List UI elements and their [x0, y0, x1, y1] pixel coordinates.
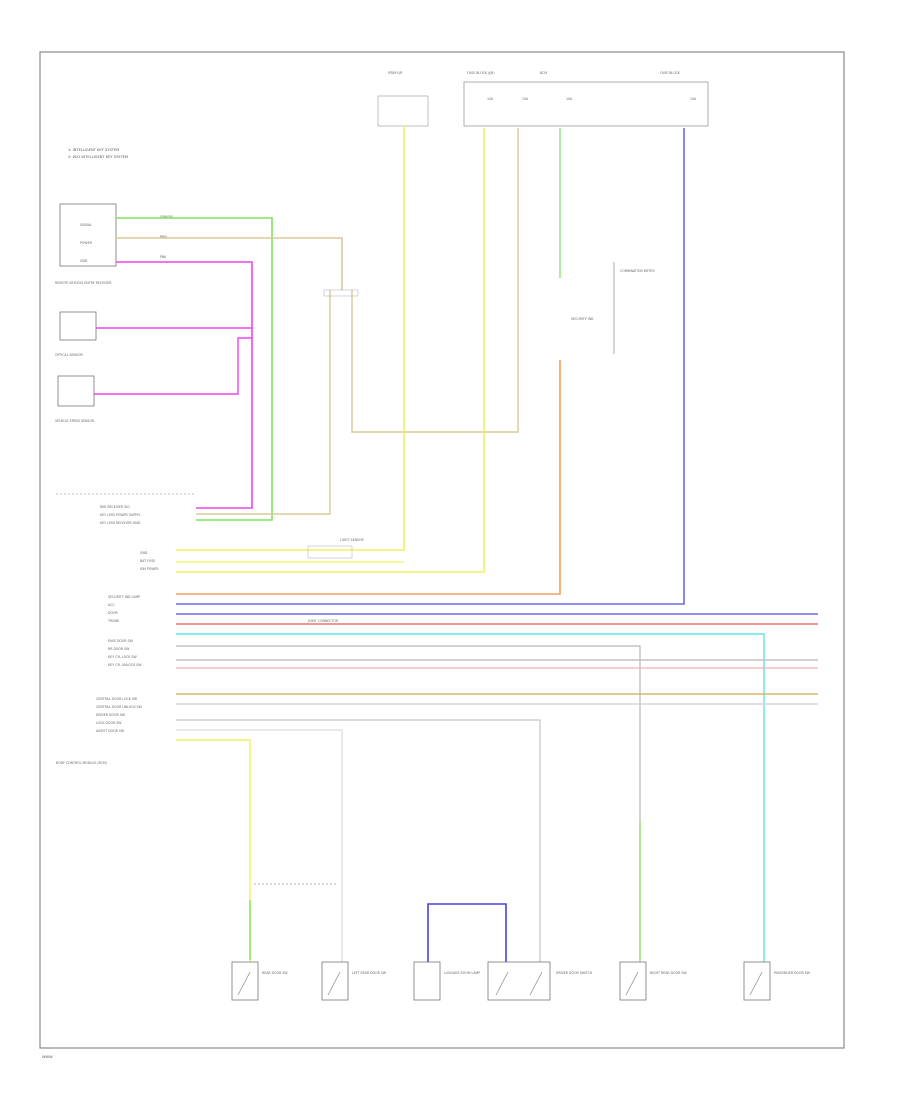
svg-text:PASSENGER DOOR SW: PASSENGER DOOR SW: [774, 971, 811, 975]
bcm-top-label: BCM: [540, 71, 547, 75]
wire-white-left-rear: [176, 729, 343, 980]
light-sensor-label: LIGHT SENSOR: [340, 538, 364, 542]
bcm-pin-g1-2: KEY LESS RECEIVER GND: [100, 521, 141, 525]
legend: 1: INTELLIGENT KEY SYSTEM 2: W/O INTELLI…: [68, 148, 128, 159]
speed-sensor-box: [57, 375, 95, 407]
wires: [94, 126, 818, 980]
wire-yellow-ipdm: [176, 126, 405, 551]
wire-yellow-rear-door: [176, 739, 251, 980]
bcm-pin-g2-0: GND: [140, 551, 148, 555]
right-rear-door-switch: RIGHT REAR DOOR SW: [619, 961, 687, 1001]
bcm-pin-g3-0: SECURITY IND LAMP: [108, 595, 140, 599]
rke-pin-gnd: GND: [80, 259, 88, 263]
wire-tan-loop: [351, 128, 519, 433]
bcm-pin-g3-5: RR DOOR SW: [108, 647, 130, 651]
page-footer: WWW: [42, 1055, 53, 1059]
bcm-footer-label: BODY CONTROL MODULE (BCM): [56, 761, 107, 765]
rear-door-switch: REAR DOOR SW: [231, 961, 288, 1001]
bcm-pin-g3-6: KEY CYL LOCK SW: [108, 655, 137, 659]
svg-text:LEFT REAR DOOR SW: LEFT REAR DOOR SW: [352, 971, 387, 975]
optical-sensor-box: [59, 311, 97, 341]
bottom-switches: REAR DOOR SW LEFT REAR DOOR SW LUGGAGE R…: [231, 961, 811, 1001]
rke-receiver-label: REMOTE KEYLESS ENTRY RECEIVER: [55, 281, 112, 285]
bcm-pin-g4-0: CENTRAL DOOR LOCK SW: [96, 697, 138, 701]
speed-sensor-label: VEHICLE SPEED SENSOR: [55, 419, 95, 423]
fuse-text-3: 10A: [566, 97, 573, 101]
driver-door-switch: DRIVER DOOR SWITCH: [487, 961, 593, 1001]
bcm-pin-g3-7: KEY CYL UNLOCK SW: [108, 663, 142, 667]
wire-orange-security: [176, 360, 561, 595]
light-sensor-box: [307, 545, 353, 559]
wire-navy-luggage: [427, 903, 507, 975]
wire-green-rke: [116, 217, 273, 521]
wire-magenta-speed: [94, 337, 252, 395]
bcm-pin-g4-3: LOCK DOOR SW: [96, 721, 122, 725]
rke-pin-power: POWER: [80, 241, 93, 245]
bcm-pin-g3-3: TRUNK: [107, 619, 120, 623]
fuse-block-label: FUSE BLOCK (J/B): [467, 71, 495, 75]
optical-sensor-label: OPTICAL SENSOR: [55, 353, 83, 357]
bcm-pin-g4-1: CENTRAL DOOR UNLOCK SW: [96, 705, 143, 709]
bcm-pin-g3-1: ACC: [108, 603, 115, 607]
left-rear-door-switch: LEFT REAR DOOR SW: [321, 961, 387, 1001]
ipdm-label: IPDM E/R: [388, 71, 403, 75]
legend-item-1: 1: INTELLIGENT KEY SYSTEM: [68, 148, 119, 152]
wire-cyan-pass: [176, 633, 765, 980]
svg-text:DRIVER DOOR SWITCH: DRIVER DOOR SWITCH: [556, 971, 593, 975]
bcm-pin-g3-4: PASS DOOR SW: [108, 639, 134, 643]
legend-item-2: 2: W/O INTELLIGENT KEY SYSTEM: [68, 155, 128, 159]
wire-text-pnk: PNK: [160, 255, 167, 259]
bcm-pin-g4-4: ASSIST DOOR SW: [96, 729, 125, 733]
fuse-text-1: 10A: [487, 97, 494, 101]
combination-meter-label: COMBINATION METER: [620, 269, 655, 273]
joint-connector-label: JOINT CONNECTOR: [307, 619, 339, 623]
luggage-room-lamp: LUGGAGE ROOM LAMP: [413, 961, 480, 1001]
svg-text:LUGGAGE ROOM LAMP: LUGGAGE ROOM LAMP: [444, 971, 480, 975]
bcm-pin-g1-1: KEY LESS POWER SUPPLY: [100, 513, 140, 517]
svg-text:REAR DOOR SW: REAR DOOR SW: [262, 971, 288, 975]
security-ind-label: SECURITY IND: [571, 317, 594, 321]
rke-receiver-box: [59, 203, 117, 267]
fuse-block-2-label: FUSE BLOCK: [660, 71, 681, 75]
passenger-door-switch: PASSENGER DOOR SW: [743, 961, 811, 1001]
fuse-text-4: 10A: [690, 97, 697, 101]
wire-blue-fuse: [176, 128, 685, 605]
fuse-text-2: 15A: [522, 97, 529, 101]
bcm-pin-labels: RKE RECEIVER SIG KEY LESS POWER SUPPLY K…: [56, 493, 196, 765]
bcm-pin-g3-2: DOOR: [108, 611, 118, 615]
bcm-pin-g2-2: IGN POWER: [140, 567, 159, 571]
bcm-pin-g1-0: RKE RECEIVER SIG: [100, 505, 130, 509]
top-fuse-block: FUSE BLOCK (J/B) BCM FUSE BLOCK IPDM E/R…: [377, 71, 709, 127]
svg-text:RIGHT REAR DOOR SW: RIGHT REAR DOOR SW: [650, 971, 687, 975]
tan-splice: [323, 289, 359, 297]
left-sensors: SIGNAL POWER GND REMOTE KEYLESS ENTRY RE…: [55, 203, 174, 423]
wire-text-brn: BRN: [160, 235, 167, 239]
wire-tan-branch: [196, 290, 331, 515]
wire-grey-rr: [176, 645, 641, 980]
wire-magenta-rke: [116, 261, 253, 509]
bcm-pin-g4-2: DRIVER DOOR SW: [96, 713, 126, 717]
wire-yellow-fuse: [176, 128, 485, 573]
wire-tan-rke: [116, 237, 343, 290]
wire-text-grn: GRN/YEL: [160, 215, 174, 219]
wire-grey-driver: [176, 719, 541, 980]
inline-labels: SECURITY IND COMBINATION METER LIGHT SEN…: [307, 262, 655, 623]
diagram-frame: [39, 51, 845, 1049]
rke-pin-signal: SIGNAL: [80, 223, 92, 227]
bcm-pin-g2-1: BAT FUSE: [140, 559, 155, 563]
